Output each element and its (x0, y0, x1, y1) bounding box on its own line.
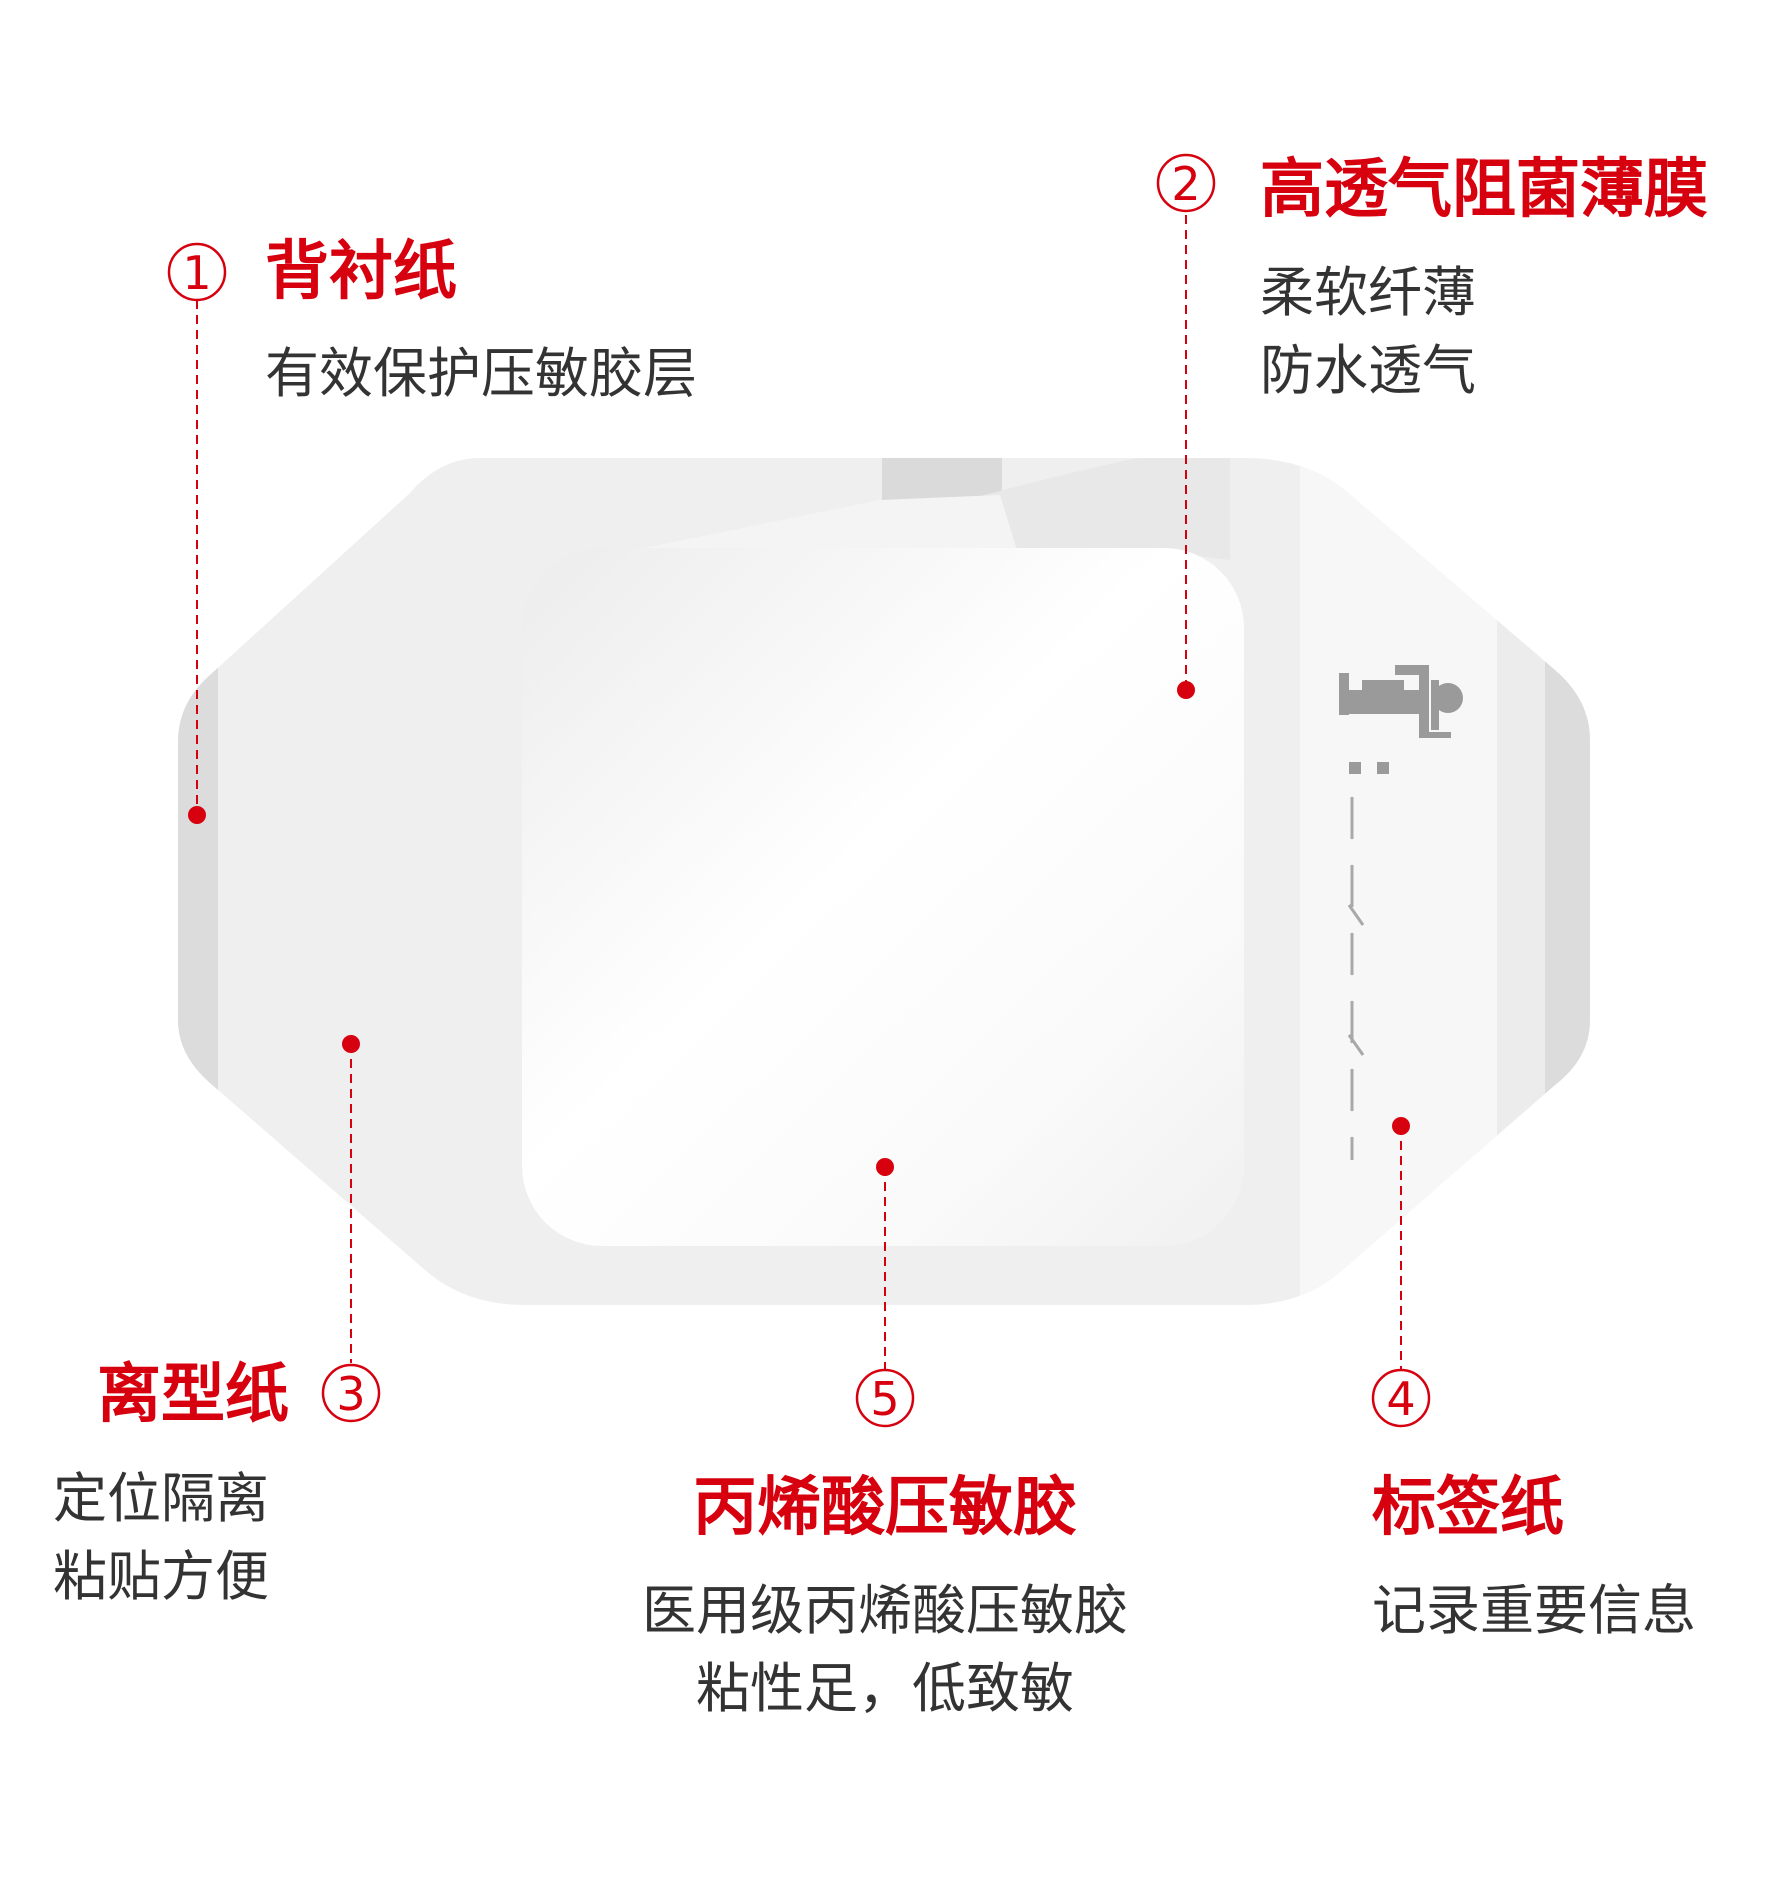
svg-text:5: 5 (870, 1372, 899, 1426)
desc-line: 定位隔离 (53, 1467, 269, 1530)
callout-title-release-paper: 离型纸 (97, 1358, 289, 1432)
callout-title-film: 高透气阻菌薄膜 (1260, 153, 1708, 227)
label-dots (1349, 762, 1389, 774)
label-paper-edge (1497, 458, 1545, 1305)
number-badge-4: 4 (1371, 1368, 1431, 1428)
svg-text:3: 3 (336, 1367, 365, 1421)
number-badge-5: 5 (855, 1368, 915, 1428)
callout-desc-backing-paper: 有效保护压敏胶层 (265, 335, 697, 413)
callout-title-label-paper: 标签纸 (1372, 1471, 1564, 1545)
callout-desc-release-paper: 定位隔离 粘贴方便 (53, 1460, 269, 1616)
callout-desc-film: 柔软纤薄 防水透气 (1260, 254, 1476, 410)
svg-text:2: 2 (1171, 157, 1200, 211)
callout-title-adhesive: 丙烯酸压敏胶 (693, 1471, 1077, 1545)
patient-lying-icon (1339, 665, 1463, 738)
number-badge-1: 1 (167, 242, 227, 302)
label-dash-line (1347, 797, 1365, 1160)
desc-line: 柔软纤薄 (1260, 261, 1476, 324)
desc-line: 医用级丙烯酸压敏胶 (642, 1579, 1128, 1642)
adhesive-pad (522, 548, 1244, 1246)
leader-lines (196, 215, 1402, 1370)
leader-dot-1 (188, 806, 206, 824)
svg-text:1: 1 (182, 246, 211, 300)
callout-title-backing-paper: 背衬纸 (265, 235, 457, 309)
top-film-fold (560, 495, 1020, 565)
leader-dot-2 (1177, 681, 1195, 699)
number-badge-2: 2 (1156, 153, 1216, 213)
desc-line: 粘性足，低致敏 (696, 1657, 1074, 1720)
desc-line: 粘贴方便 (53, 1545, 269, 1608)
leader-dot-4 (1392, 1117, 1410, 1135)
right-edge-strip (1545, 640, 1590, 1120)
leader-dots (188, 681, 1410, 1176)
desc-line: 记录重要信息 (1372, 1579, 1696, 1642)
number-badge-3: 3 (321, 1363, 381, 1423)
svg-text:4: 4 (1386, 1372, 1415, 1426)
callout-desc-adhesive: 医用级丙烯酸压敏胶 粘性足，低致敏 (545, 1572, 1225, 1728)
desc-line: 有效保护压敏胶层 (265, 342, 697, 405)
desc-line: 防水透气 (1260, 339, 1476, 402)
left-release-strip (178, 640, 218, 1120)
callout-desc-label-paper: 记录重要信息 (1372, 1572, 1696, 1650)
leader-dot-3 (342, 1035, 360, 1053)
dressing-body (178, 458, 1590, 1305)
leader-dot-5 (876, 1158, 894, 1176)
